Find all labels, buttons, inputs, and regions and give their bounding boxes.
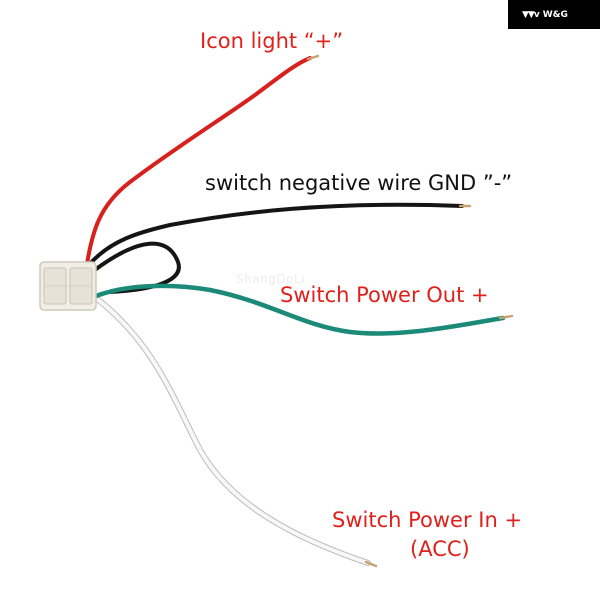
- power-out-label: Switch Power Out +: [280, 283, 489, 307]
- negative-wire-label: switch negative wire GND ”-”: [205, 171, 513, 195]
- icon-light-label: Icon light “+”: [200, 29, 344, 53]
- brand-name: W&G: [542, 9, 568, 20]
- watermark-text: ShangDoLi: [236, 272, 305, 286]
- brand-badge: ▼▼v W&G: [508, 0, 600, 29]
- red-wire: [84, 54, 320, 272]
- power-in-label: Switch Power In +: [332, 508, 523, 532]
- green-wire: [93, 283, 514, 336]
- brand-logo-icon: ▼▼v: [522, 9, 540, 20]
- connector-housing: [39, 261, 97, 311]
- power-in-acc-label: (ACC): [410, 537, 470, 561]
- white-wire: [93, 295, 378, 568]
